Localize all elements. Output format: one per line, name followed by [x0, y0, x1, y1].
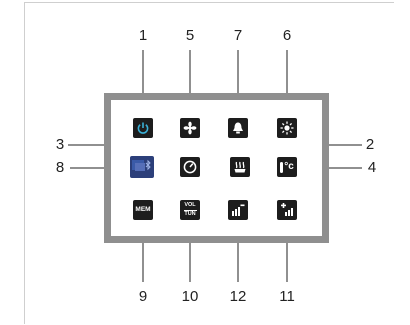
callout-3: 3 — [55, 136, 65, 153]
light-button[interactable] — [277, 118, 297, 138]
volume-down-button[interactable] — [228, 200, 248, 220]
temperature-icon: °c — [284, 161, 294, 172]
mem-icon: MEM — [135, 205, 151, 213]
callout-8: 8 — [55, 159, 65, 176]
mem-button[interactable]: MEM — [133, 200, 153, 220]
tun-label: TUN — [184, 210, 196, 217]
callout-10: 10 — [181, 288, 199, 305]
callout-7: 7 — [233, 27, 243, 44]
thermometer-icon — [280, 161, 284, 173]
fan-icon — [183, 121, 197, 135]
steam-icon — [234, 161, 246, 173]
callout-6: 6 — [282, 27, 292, 44]
callout-1: 1 — [138, 27, 148, 44]
callout-4: 4 — [367, 159, 377, 176]
volume-up-button[interactable] — [277, 200, 297, 220]
light-icon — [280, 121, 294, 135]
temperature-button[interactable]: °c — [277, 157, 297, 177]
bluetooth-icon — [132, 159, 151, 171]
bluetooth-button[interactable] — [130, 156, 154, 178]
vol-label: VOL — [184, 202, 196, 208]
outer-frame — [24, 2, 394, 324]
callout-2: 2 — [365, 136, 375, 153]
fan-button[interactable] — [180, 118, 200, 138]
callout-9: 9 — [138, 288, 148, 305]
divider — [183, 209, 197, 211]
callout-5: 5 — [185, 27, 195, 44]
vol-tun-button[interactable]: VOL TUN — [180, 200, 200, 220]
gauge-icon — [183, 160, 197, 174]
power-icon — [137, 122, 149, 134]
power-button[interactable] — [133, 118, 153, 138]
gauge-button[interactable] — [180, 157, 200, 177]
volume-up-icon — [281, 203, 293, 216]
steam-button[interactable] — [230, 157, 250, 177]
volume-down-icon — [232, 204, 245, 216]
callout-11: 11 — [279, 288, 295, 305]
heater-button[interactable] — [228, 118, 248, 138]
heater-icon — [233, 122, 243, 134]
callout-12: 12 — [229, 288, 247, 305]
